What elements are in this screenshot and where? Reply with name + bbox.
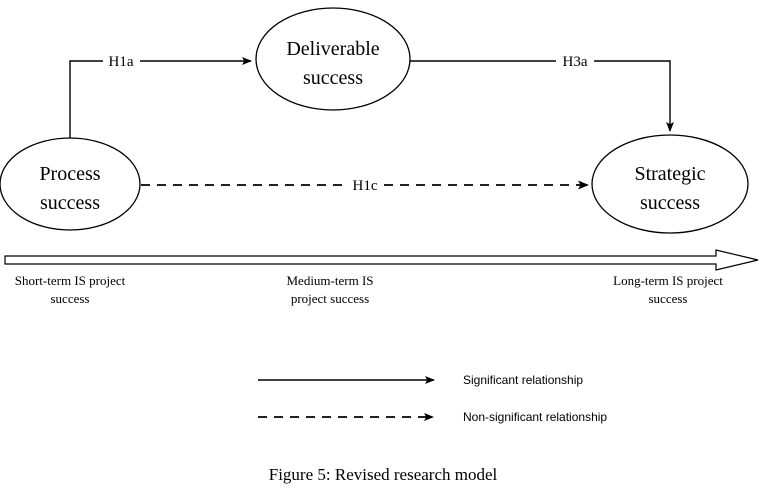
strategic-success-ellipse: [591, 134, 749, 234]
legend: Significant relationship Non-significant…: [258, 373, 607, 424]
strategic-success-label-line1: Strategic: [634, 163, 705, 185]
h3a-label: H3a: [563, 54, 588, 70]
node-strategic-success[interactable]: Strategic success: [591, 134, 749, 234]
h1a-label: H1a: [109, 54, 134, 70]
figure-caption: Figure 5: Revised research model: [269, 465, 498, 484]
process-success-label-line2: success: [40, 192, 100, 214]
timeline-short-line2: success: [51, 291, 90, 306]
relationship-h3a[interactable]: H3a: [410, 54, 674, 132]
timeline-short-line1: Short-term IS project: [15, 273, 126, 288]
deliverable-success-ellipse: [255, 7, 411, 111]
timeline-axis: [4, 249, 759, 271]
timeline-long-line2: success: [649, 291, 688, 306]
h3a-path-right: [594, 60, 674, 132]
legend-item-non-significant: Non-significant relationship: [258, 410, 607, 424]
deliverable-success-label-line2: success: [303, 67, 363, 89]
node-process-success[interactable]: Process success: [0, 137, 141, 231]
relationship-h1a[interactable]: H1a: [69, 54, 252, 138]
legend-item-significant: Significant relationship: [258, 373, 583, 387]
legend-non-significant-label: Non-significant relationship: [463, 410, 607, 424]
h1a-path-left: [69, 60, 103, 138]
timeline-medium-line2: project success: [291, 291, 369, 306]
timeline-long-line1: Long-term IS project: [613, 273, 723, 288]
legend-significant-label: Significant relationship: [463, 373, 583, 387]
timeline-arrow-shape: [4, 249, 759, 271]
process-success-ellipse: [0, 137, 141, 231]
relationship-h1c[interactable]: H1c: [141, 178, 589, 194]
node-deliverable-success[interactable]: Deliverable success: [255, 7, 411, 111]
timeline-stage-medium: Medium-term IS project success: [286, 273, 373, 306]
h1c-label: H1c: [353, 178, 378, 194]
process-success-label-line1: Process: [39, 163, 100, 185]
strategic-success-label-line2: success: [640, 192, 700, 214]
timeline-stage-short: Short-term IS project success: [15, 273, 126, 306]
timeline-medium-line1: Medium-term IS: [286, 273, 373, 288]
deliverable-success-label-line1: Deliverable: [286, 38, 379, 60]
timeline-stage-long: Long-term IS project success: [613, 273, 723, 306]
